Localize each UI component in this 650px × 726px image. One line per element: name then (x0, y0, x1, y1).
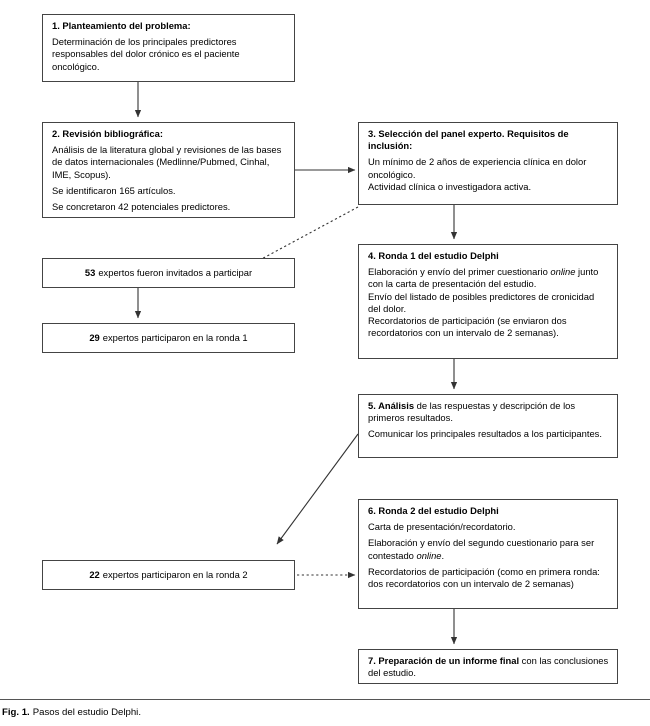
step-4-body-1a: Elaboración y envío del primer cuestiona… (368, 266, 551, 278)
experts-round-2-count: 22 (89, 568, 100, 580)
step-5-title-line: 5. Análisis de las respuestas y descripc… (368, 400, 609, 424)
step-6-body-2a: Elaboración y envío del segundo cuestion… (368, 537, 595, 561)
step-4-body-3: Recordatorios de participación (se envia… (368, 315, 567, 339)
node-step-4[interactable]: 4. Ronda 1 del estudio Delphi Elaboració… (358, 244, 618, 359)
step-7-title-line: 7. Preparación de un informe final con l… (368, 655, 609, 679)
step-2-title: 2. Revisión bibliográfica: (52, 128, 163, 139)
experts-invited-count: 53 (84, 266, 96, 278)
step-4-title-line: 4. Ronda 1 del estudio Delphi (368, 250, 609, 262)
step-4-body-1: Elaboración y envío del primer cuestiona… (368, 266, 609, 290)
step-2-body-2: Se identificaron 165 artículos. (52, 184, 176, 196)
step-6-body-2b: . (441, 549, 445, 561)
step-6-body-2-emphasis: online (416, 549, 442, 561)
step-6-body-3: Recordatorios de participación (como en … (368, 565, 600, 590)
experts-round-1-count: 29 (89, 331, 100, 343)
step-6-body-2: Elaboración y envío del segundo cuestion… (368, 537, 609, 561)
step-1-body: Determinación de los principales predict… (52, 36, 240, 72)
node-step-5[interactable]: 5. Análisis de las respuestas y descripc… (358, 394, 618, 458)
step-3-title-line: 3. Selección del panel experto. Requisit… (368, 128, 609, 152)
step-3-body-1: Un mínimo de 2 años de experiencia clíni… (368, 156, 587, 180)
step-6-body-1: Carta de presentación/recordatorio. (368, 521, 516, 533)
step-5-title-rest: de las respuestas y descripción de los p… (368, 400, 576, 424)
connector-step5-to-round2 (276, 433, 359, 545)
step-3-body-2: Actividad clínica o investigadora activa… (368, 180, 532, 192)
step-4-body-2: Envío del listado de posibles predictore… (368, 290, 595, 314)
step-1-title-line: 1. Planteamiento del problema: (52, 20, 286, 32)
node-step-2[interactable]: 2. Revisión bibliográfica: Análisis de l… (42, 122, 295, 218)
experts-invited-text: expertos fueron invitados a participar (98, 266, 253, 278)
experts-round-1-text: expertos participaron en la ronda 1 (102, 331, 248, 343)
step-5-body-1: Comunicar los principales resultados a l… (368, 428, 602, 440)
step-2-body-1: Análisis de la literatura global y revis… (52, 144, 282, 180)
experts-round-2-text: expertos participaron en la ronda 2 (102, 568, 248, 580)
step-7-title: 7. Preparación de un informe final (368, 655, 520, 666)
step-7-title-rest: con las conclusiones del estudio. (368, 655, 609, 679)
figure-caption-label: Fig. 1. (2, 707, 30, 718)
figure-caption-text: Pasos del estudio Delphi. (32, 707, 141, 718)
step-6-title-line: 6. Ronda 2 del estudio Delphi (368, 505, 609, 517)
figure-caption: Fig. 1.Pasos del estudio Delphi. (2, 706, 141, 719)
step-4-body-1-emphasis: online (550, 266, 576, 278)
step-2-body-3: Se concretaron 42 potenciales predictore… (52, 201, 231, 213)
node-step-3[interactable]: 3. Selección del panel experto. Requisit… (358, 122, 618, 205)
step-2-title-line: 2. Revisión bibliográfica: (52, 128, 286, 140)
step-4-title: 4. Ronda 1 del estudio Delphi (368, 250, 499, 261)
step-3-title: 3. Selección del panel experto. Requisit… (368, 128, 569, 152)
node-step-1[interactable]: 1. Planteamiento del problema: Determina… (42, 14, 295, 82)
node-step-7[interactable]: 7. Preparación de un informe final con l… (358, 649, 618, 684)
step-4-body-1b: junto con la carta de presentación del e… (368, 266, 599, 290)
step-6-title: 6. Ronda 2 del estudio Delphi (368, 505, 499, 516)
step-5-title: 5. Análisis (368, 400, 415, 411)
node-step-6[interactable]: 6. Ronda 2 del estudio Delphi Carta de p… (358, 499, 618, 609)
step-1-title: 1. Planteamiento del problema: (52, 20, 191, 31)
caption-divider (0, 699, 650, 700)
